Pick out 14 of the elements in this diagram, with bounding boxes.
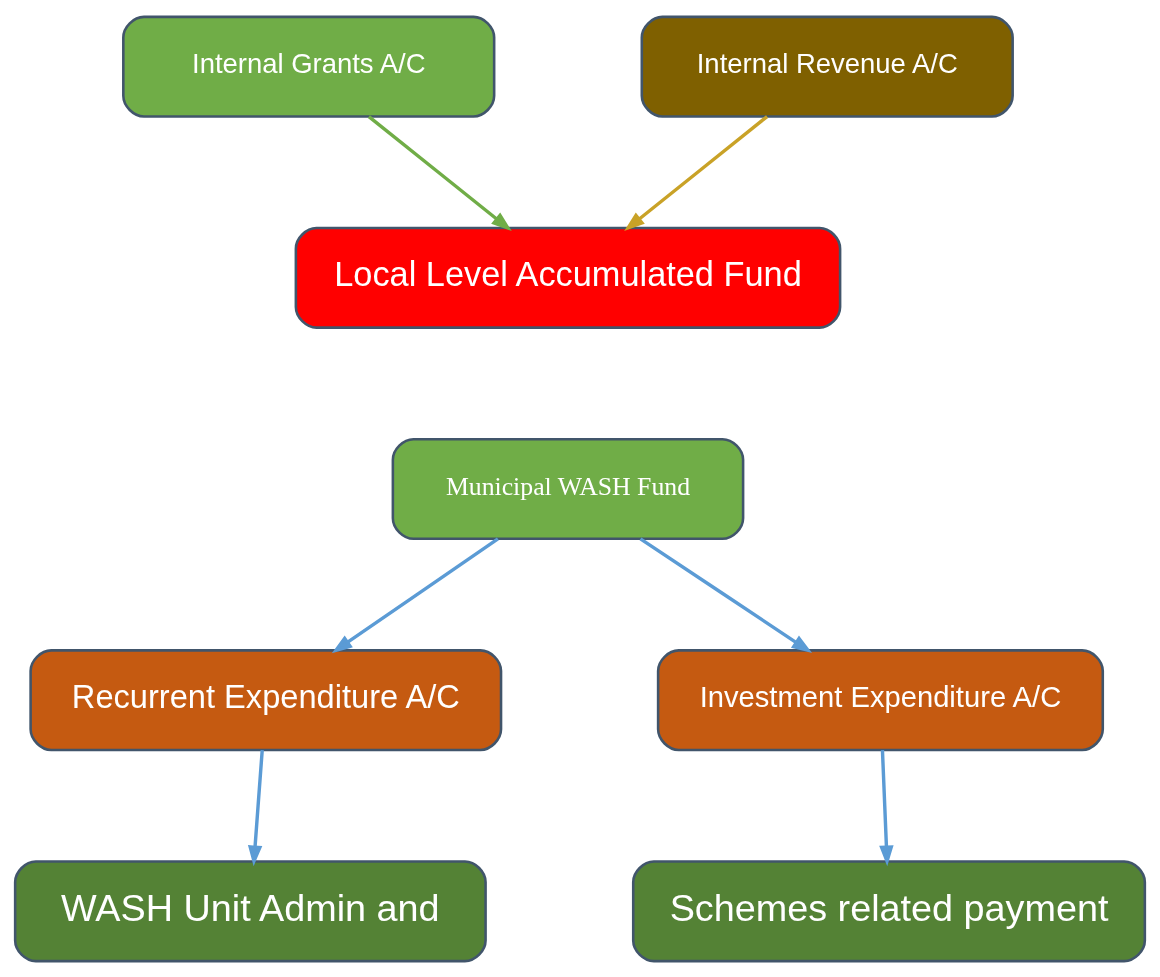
node-box: Internal Revenue A/C <box>640 15 1014 118</box>
arrow <box>639 536 813 653</box>
arrow <box>879 749 894 866</box>
node-box: Investment Expenditure A/C <box>656 648 1105 751</box>
arrow <box>624 114 769 231</box>
node-box: Schemes related payment <box>631 859 1147 962</box>
arrow <box>331 536 499 653</box>
node-box: WASH Unit Admin and <box>13 859 487 962</box>
node-box: Recurrent Expenditure A/C <box>29 648 503 751</box>
node-box: Municipal WASH Fund <box>391 437 745 540</box>
arrow <box>247 749 264 866</box>
node-box: Internal Grants A/C <box>122 15 496 118</box>
node-box: Local Level Accumulated Fund <box>294 226 842 329</box>
arrow <box>367 114 512 231</box>
